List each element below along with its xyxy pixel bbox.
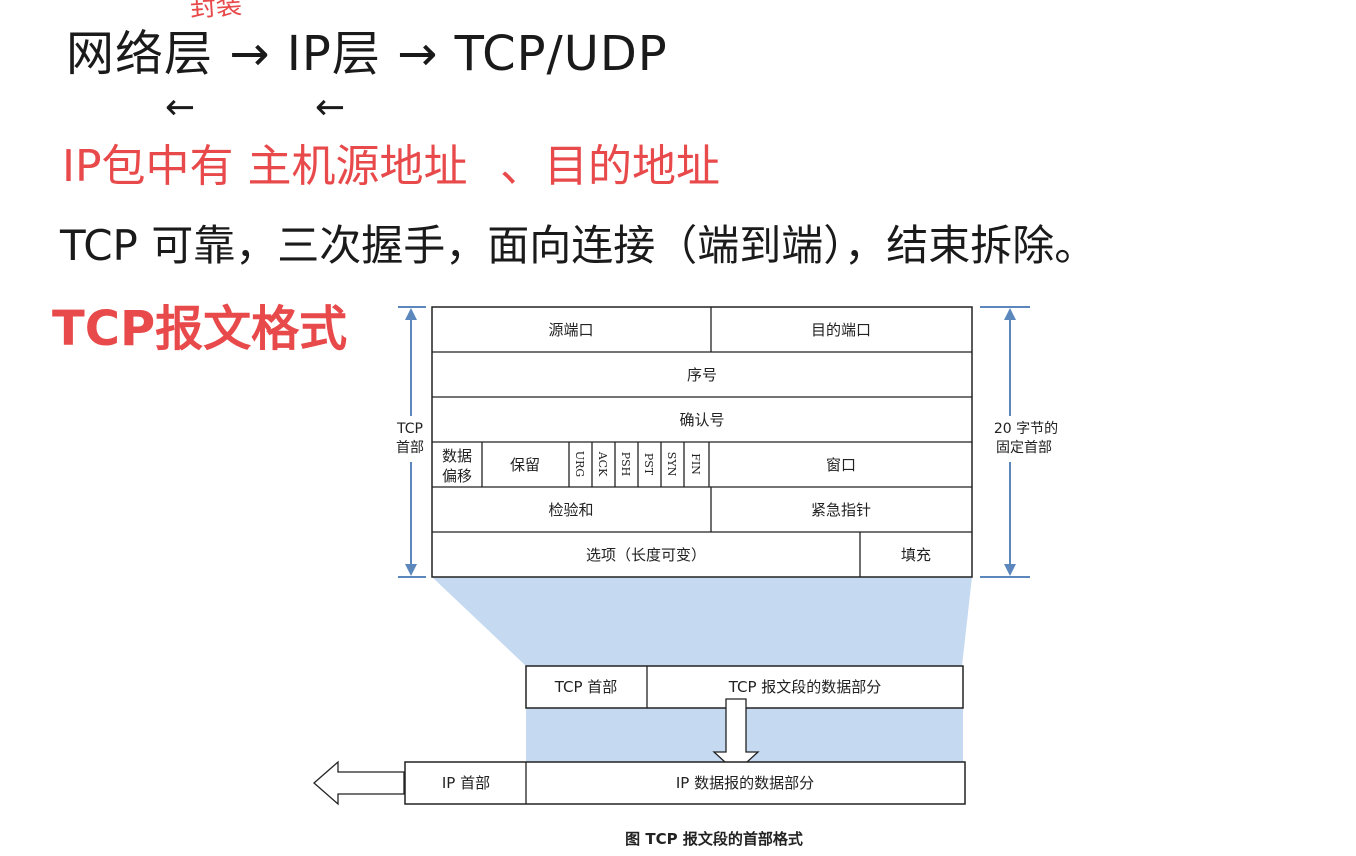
field-padding: 填充 bbox=[901, 546, 931, 564]
dimension-arrow-down-icon bbox=[1004, 564, 1016, 576]
label-fixed-header-line1: 20 字节的 bbox=[994, 421, 1058, 437]
ip-datagram-box bbox=[404, 761, 966, 805]
flag-fin: FIN bbox=[689, 453, 702, 475]
datagram-data-label: IP 数据报的数据部分 bbox=[676, 774, 814, 792]
field-options: 选项（长度可变） bbox=[586, 546, 706, 564]
note-tcp-properties: TCP 可靠，三次握手，面向连接（端到端），结束拆除。 bbox=[60, 221, 1097, 270]
note-tcp-format-title: TCP报文格式 bbox=[52, 301, 348, 357]
field-data-offset-line2: 偏移 bbox=[442, 467, 472, 485]
dimension-arrow-up-icon bbox=[1004, 308, 1016, 320]
flag-psh: PSH bbox=[619, 452, 632, 477]
field-urgent-pointer: 紧急指针 bbox=[811, 501, 871, 519]
field-ack-number: 确认号 bbox=[679, 411, 724, 429]
left-arrow-icon: ← bbox=[165, 87, 196, 128]
segment-data-label: TCP 报文段的数据部分 bbox=[728, 678, 882, 696]
left-arrow-icon: ← bbox=[315, 87, 346, 128]
field-sequence-number: 序号 bbox=[687, 366, 717, 384]
label-fixed-header-line2: 固定首部 bbox=[996, 440, 1052, 456]
left-hollow-arrow-icon bbox=[313, 760, 405, 806]
note-layers: 网络层 → IP层 → TCP/UDP bbox=[66, 26, 668, 82]
label-tcp-header-line1: TCP bbox=[396, 421, 423, 437]
field-reserved: 保留 bbox=[510, 456, 540, 474]
dimension-arrow-down-icon bbox=[405, 564, 417, 576]
flag-ack: ACK bbox=[596, 451, 609, 477]
dimension-arrow-up-icon bbox=[405, 308, 417, 320]
field-destination-port: 目的端口 bbox=[811, 321, 871, 339]
flag-pst: PST bbox=[642, 453, 655, 476]
note-ip-destination: 、目的地址 bbox=[500, 141, 720, 192]
label-tcp-header-line2: 首部 bbox=[396, 440, 424, 456]
expansion-fan-header bbox=[432, 577, 972, 666]
flag-syn: SYN bbox=[665, 452, 678, 477]
field-checksum: 检验和 bbox=[548, 501, 593, 519]
flag-urg: URG bbox=[573, 451, 586, 477]
field-data-offset-line1: 数据 bbox=[442, 447, 472, 465]
field-window: 窗口 bbox=[826, 456, 856, 474]
segment-header-label: TCP 首部 bbox=[554, 678, 618, 696]
datagram-header-label: IP 首部 bbox=[442, 774, 490, 792]
field-source-port: 源端口 bbox=[548, 321, 593, 339]
note-ip-source: IP包中有 主机源地址 bbox=[62, 141, 468, 192]
figure-caption: 图 TCP 报文段的首部格式 bbox=[625, 830, 803, 848]
